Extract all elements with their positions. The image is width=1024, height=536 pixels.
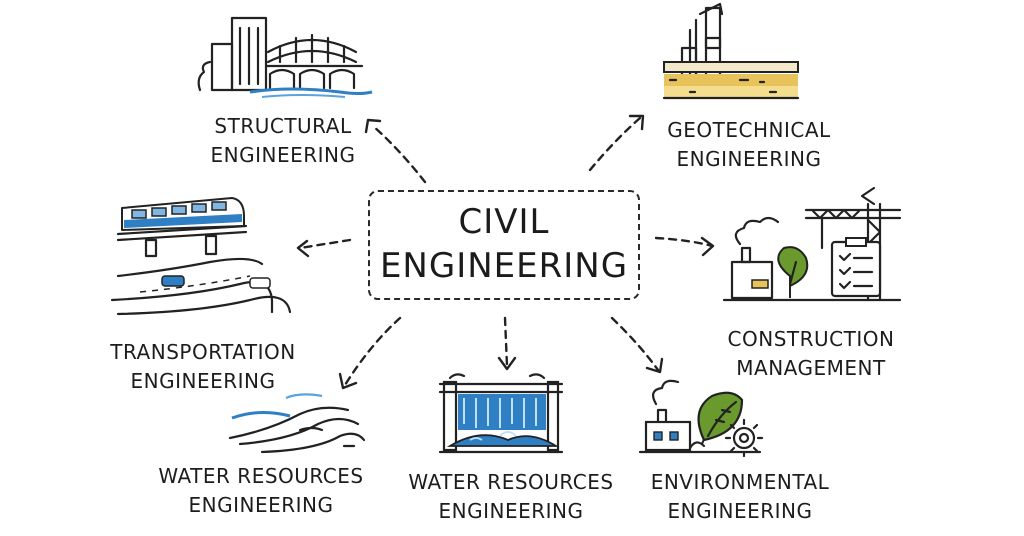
- drilling-rig-icon: [662, 2, 800, 100]
- center-node-title: CIVIL ENGINEERING: [368, 200, 640, 288]
- center-node-frame: [368, 190, 640, 300]
- arrow-to-geotechnical: [588, 114, 645, 172]
- crane-clipboard-icon: [722, 186, 902, 302]
- arrow-to-water-center: [497, 316, 517, 371]
- branch-label-environmental: ENVIRONMENTAL ENGINEERING: [650, 470, 830, 523]
- arrow-to-environmental: [610, 316, 664, 374]
- bridge-skyline-icon: [197, 16, 373, 98]
- arrow-to-water-left: [338, 316, 402, 390]
- factory-leaf-gear-icon: [638, 379, 764, 458]
- branch-label-construction: CONSTRUCTION MANAGEMENT: [727, 327, 895, 380]
- arrow-to-structural: [364, 118, 427, 184]
- center-title-line2: ENGINEERING: [379, 246, 629, 286]
- train-highway-icon: [110, 197, 292, 316]
- arrow-to-transportation: [296, 238, 352, 258]
- branch-label-water-resources-center: WATER RESOURCES ENGINEERING: [408, 470, 614, 523]
- branch-label-structural: STRUCTURAL ENGINEERING: [210, 114, 356, 167]
- branch-label-geotechnical: GEOTECHNICAL ENGINEERING: [667, 118, 831, 171]
- branch-label-transportation: TRANSPORTATION ENGINEERING: [110, 340, 296, 393]
- dam-waterfall-icon: [438, 373, 564, 454]
- center-title-line1: CIVIL: [458, 202, 550, 242]
- river-waves-icon: [228, 393, 366, 454]
- branch-label-water-resources-left: WATER RESOURCES ENGINEERING: [158, 464, 364, 517]
- arrow-to-construction: [654, 236, 715, 257]
